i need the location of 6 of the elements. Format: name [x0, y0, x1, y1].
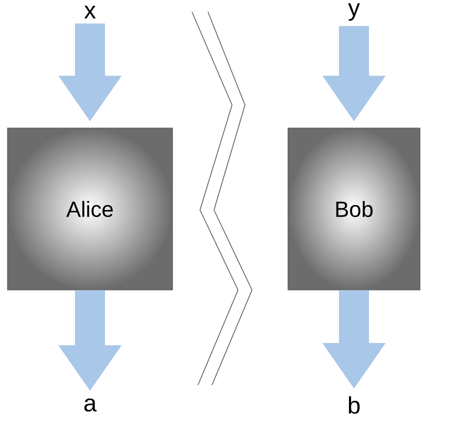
person-box: Bob	[288, 128, 420, 290]
variable-label: a	[84, 398, 97, 412]
variable-label: b	[348, 396, 360, 414]
variable-label: y	[348, 3, 360, 21]
variable-label: x	[84, 6, 96, 18]
person-box: Alice	[7, 128, 173, 290]
